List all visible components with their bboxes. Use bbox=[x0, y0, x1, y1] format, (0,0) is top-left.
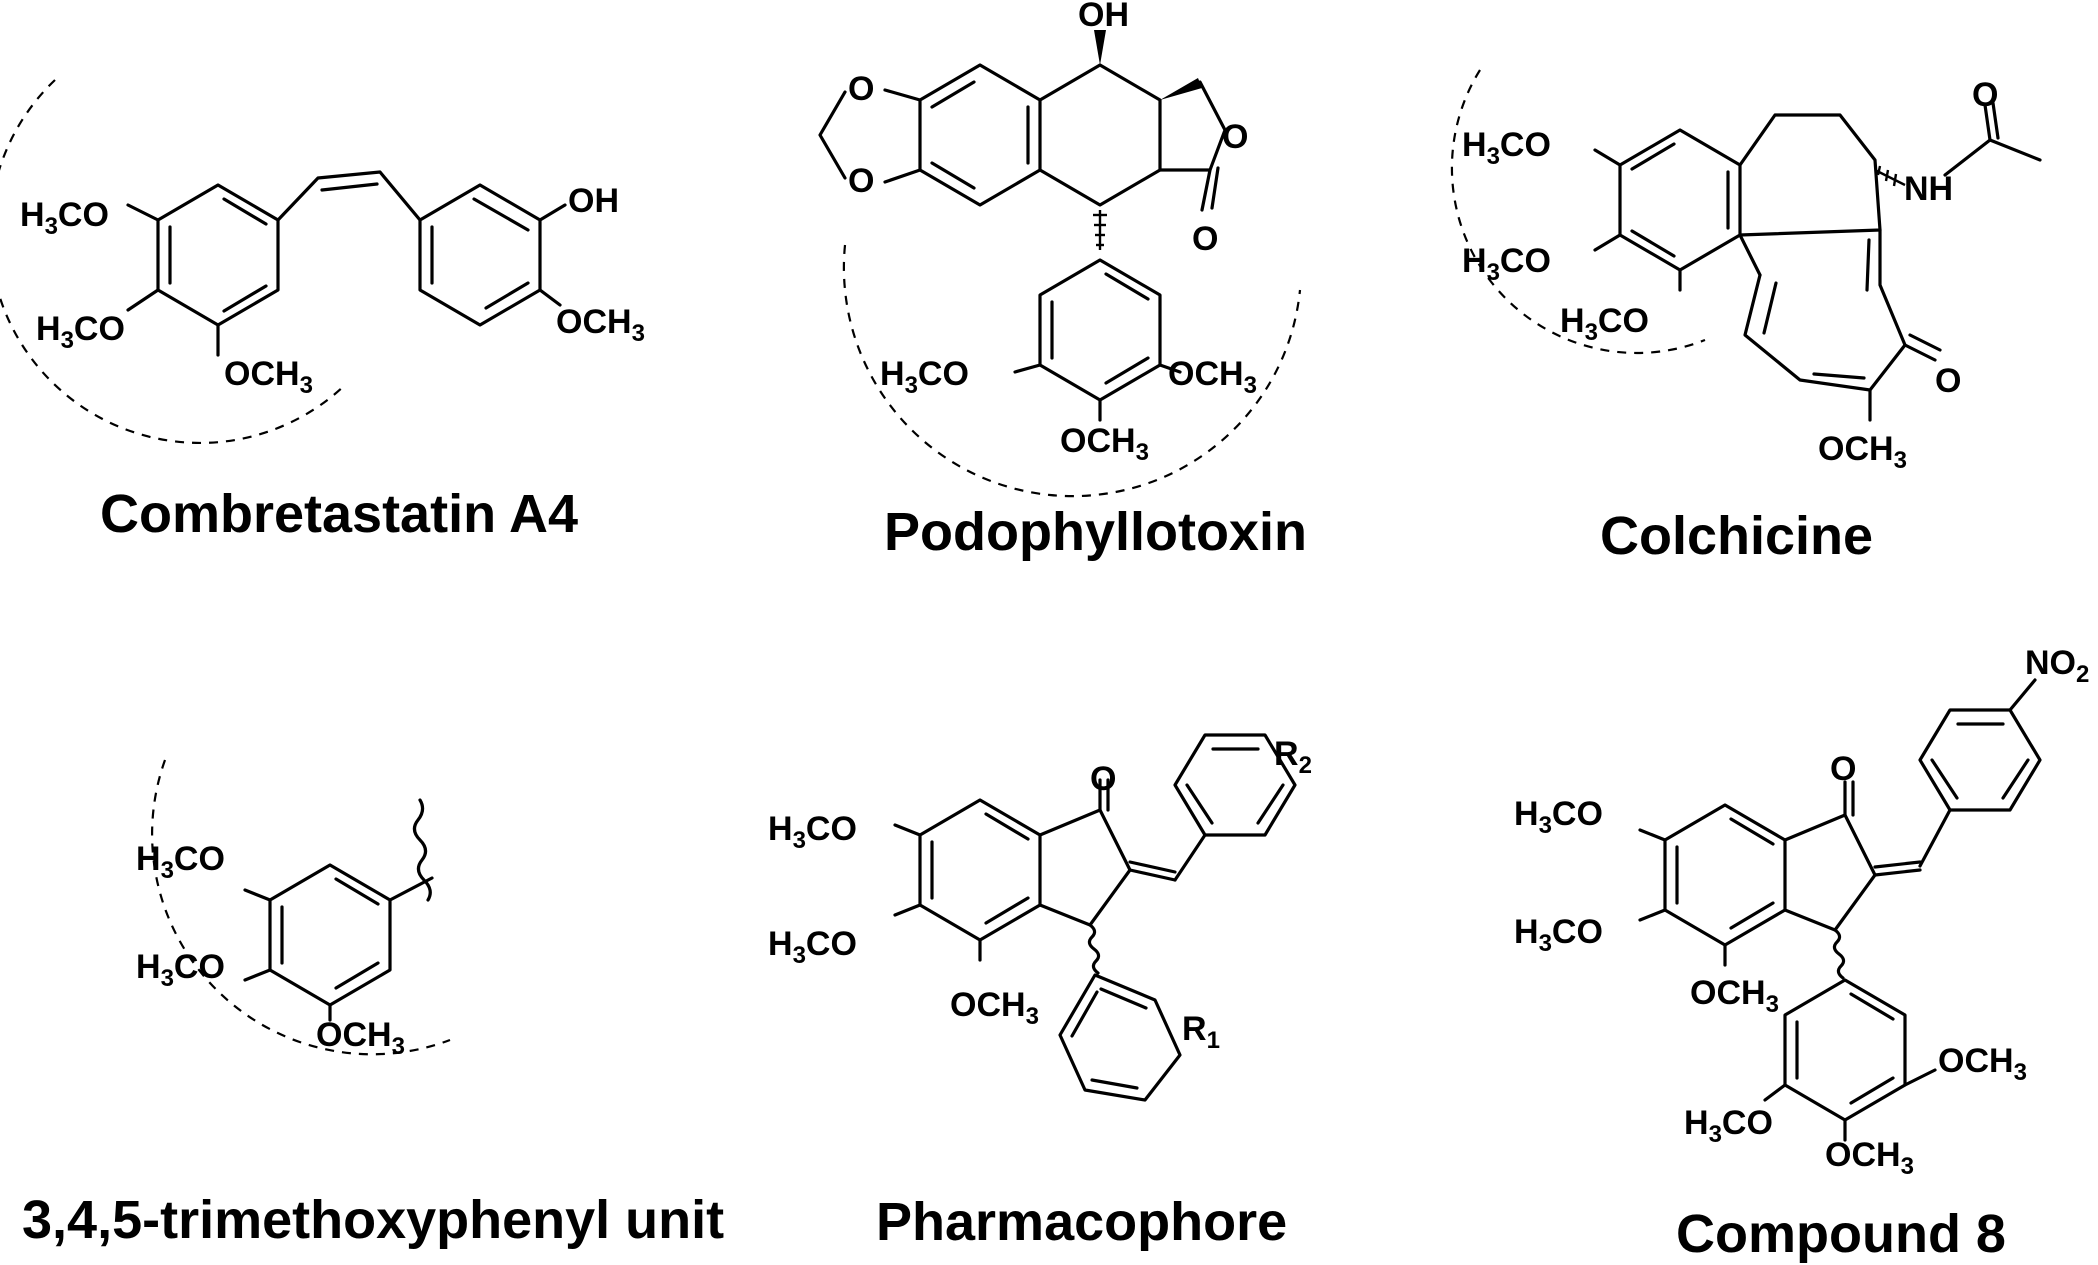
colchicine-structure bbox=[1450, 69, 2042, 422]
svg-text:OCH3: OCH3 bbox=[1818, 430, 1907, 474]
svg-text:OCH3: OCH3 bbox=[316, 1016, 405, 1060]
svg-text:H3CO: H3CO bbox=[36, 310, 125, 354]
caption-colchicine: Colchicine bbox=[1600, 506, 1873, 566]
svg-text:NO2: NO2 bbox=[2025, 644, 2089, 688]
o-label: O bbox=[1222, 118, 1248, 156]
svg-text:OCH3: OCH3 bbox=[1825, 1136, 1914, 1180]
svg-text:H3CO: H3CO bbox=[20, 196, 109, 240]
svg-text:H3CO: H3CO bbox=[880, 355, 969, 399]
h3co-label: H bbox=[768, 810, 793, 848]
och3-label: OCH bbox=[556, 303, 632, 341]
svg-text:H3CO: H3CO bbox=[1462, 242, 1551, 286]
och3-label: OCH bbox=[1818, 430, 1894, 468]
compound-8-structure bbox=[1638, 678, 2042, 1142]
podophyllotoxin-structure bbox=[818, 30, 1302, 498]
svg-text:OCH3: OCH3 bbox=[224, 355, 313, 399]
h3co-label: H bbox=[1684, 1104, 1709, 1142]
svg-text:OCH3: OCH3 bbox=[950, 986, 1039, 1030]
oh-label: OH bbox=[1078, 0, 1129, 34]
caption-combretastatin-a4: Combretastatin A4 bbox=[100, 484, 578, 544]
caption-compound-8: Compound 8 bbox=[1676, 1204, 2006, 1264]
svg-text:H3CO: H3CO bbox=[136, 948, 225, 992]
h3co-label: H bbox=[1560, 302, 1585, 340]
o-label: O bbox=[1192, 220, 1218, 258]
h3co-label: H bbox=[1514, 795, 1539, 833]
svg-text:OCH3: OCH3 bbox=[1060, 422, 1149, 466]
svg-text:OCH3: OCH3 bbox=[1690, 974, 1779, 1018]
caption-pharmacophore: Pharmacophore bbox=[876, 1192, 1287, 1252]
o-label: O bbox=[1090, 760, 1116, 798]
h3co-label: H bbox=[1514, 913, 1539, 951]
och3-label: OCH bbox=[1938, 1042, 2014, 1080]
h3co-label: H bbox=[880, 355, 905, 393]
svg-text:H3CO: H3CO bbox=[768, 810, 857, 854]
r1-label: R bbox=[1182, 1010, 1207, 1048]
svg-text:H3CO: H3CO bbox=[1560, 302, 1649, 346]
o-label: O bbox=[848, 70, 874, 108]
och3-label: OCH bbox=[1690, 974, 1766, 1012]
tmp-unit-structure bbox=[151, 759, 451, 1056]
oh-label: OH bbox=[568, 182, 619, 220]
svg-text:R1: R1 bbox=[1182, 1010, 1220, 1054]
svg-text:H3CO: H3CO bbox=[1514, 913, 1603, 957]
svg-text:H3CO: H3CO bbox=[768, 925, 857, 969]
nh-label: NH bbox=[1904, 170, 1953, 208]
caption-tmp-unit: 3,4,5-trimethoxyphenyl unit bbox=[22, 1190, 724, 1250]
svg-text:H3CO: H3CO bbox=[1684, 1104, 1773, 1148]
h3co-label: H bbox=[36, 310, 61, 348]
svg-text:H3CO: H3CO bbox=[1462, 126, 1551, 170]
r2-label: R bbox=[1274, 735, 1299, 773]
och3-label: OCH bbox=[224, 355, 300, 393]
och3-label: OCH bbox=[316, 1016, 392, 1054]
svg-text:OCH3: OCH3 bbox=[556, 303, 645, 347]
och3-label: OCH bbox=[1825, 1136, 1901, 1174]
combretastatin-a4-structure bbox=[0, 79, 567, 444]
och3-label: OCH bbox=[950, 986, 1026, 1024]
svg-text:OCH3: OCH3 bbox=[1168, 355, 1257, 399]
caption-podophyllotoxin: Podophyllotoxin bbox=[884, 502, 1307, 562]
h3co-label: H bbox=[136, 840, 161, 878]
pharmacophore-structure bbox=[893, 733, 1297, 1102]
och3-label: OCH bbox=[1060, 422, 1136, 460]
svg-text:H3CO: H3CO bbox=[1514, 795, 1603, 839]
h3co-label: H bbox=[20, 196, 45, 234]
svg-text:R2: R2 bbox=[1274, 735, 1312, 779]
o-label: O bbox=[1972, 76, 1998, 114]
h3co-label: H bbox=[1462, 242, 1487, 280]
no2-label: NO bbox=[2025, 644, 2076, 682]
o-label: O bbox=[1935, 362, 1961, 400]
h3co-label: H bbox=[1462, 126, 1487, 164]
h3co-label: H bbox=[768, 925, 793, 963]
svg-text:OCH3: OCH3 bbox=[1938, 1042, 2027, 1086]
svg-text:H3CO: H3CO bbox=[136, 840, 225, 884]
o-label: O bbox=[1830, 750, 1856, 788]
och3-label: OCH bbox=[1168, 355, 1244, 393]
o-label: O bbox=[848, 162, 874, 200]
h3co-label: H bbox=[136, 948, 161, 986]
